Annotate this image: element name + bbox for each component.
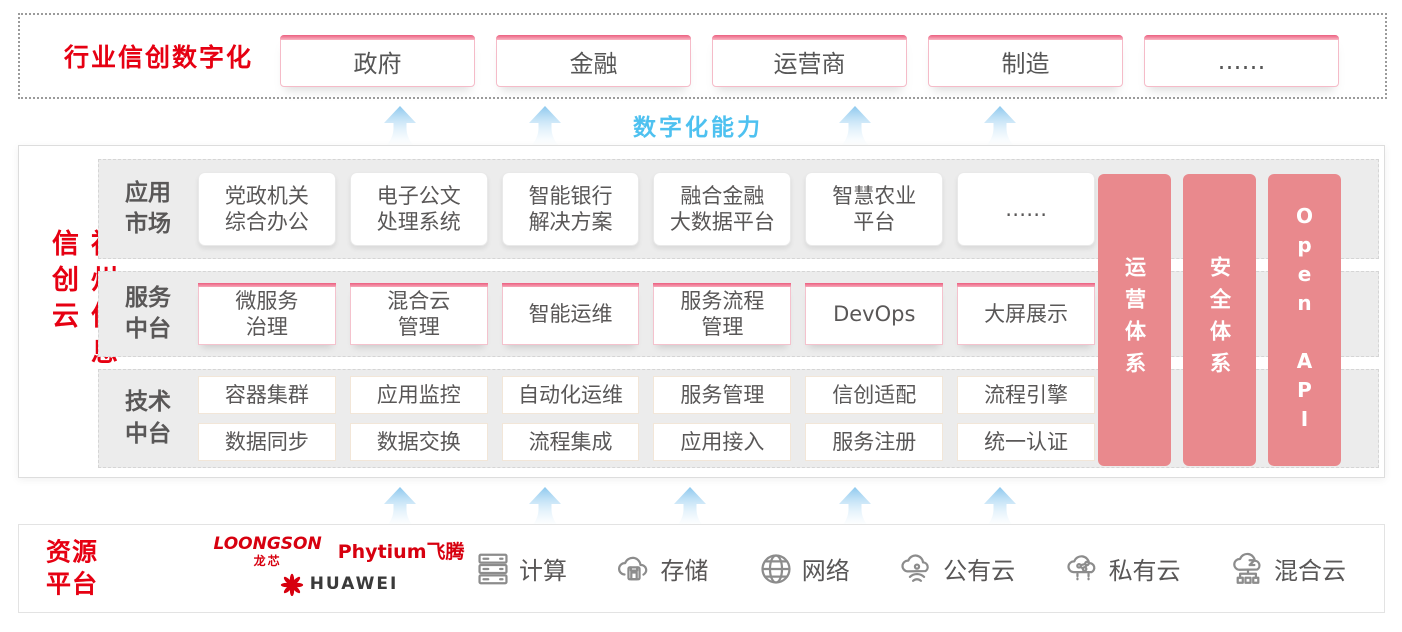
resource-storage: 存储 <box>615 550 708 588</box>
capability-label: 数字化能力 <box>633 115 763 141</box>
tech-cards: 容器集群 应用监控 自动化运维 服务管理 信创适配 流程引擎 数据同步 数据交换… <box>198 376 1095 461</box>
compute-icon <box>478 553 508 584</box>
tech-card: 数据同步 <box>198 423 336 461</box>
resource-platform-panel: 资源 平台 LOONGSON 龙芯 Phytium飞腾 <box>18 524 1385 613</box>
resource-compute: 计算 <box>474 550 567 588</box>
resource-public-cloud: 公有云 <box>898 550 1015 588</box>
service-card: 服务流程管理 <box>653 283 792 345</box>
vendor-logos: LOONGSON 龙芯 Phytium飞腾 HUAWEI <box>204 534 474 596</box>
pillar-operation-system: 运营体系 <box>1098 174 1171 466</box>
service-card: 大屏展示 <box>957 283 1095 345</box>
service-card: 混合云管理 <box>349 283 488 345</box>
tech-card: 应用监控 <box>349 376 488 414</box>
public-cloud-icon <box>901 553 929 582</box>
row-label: 服务 中台 <box>125 284 171 342</box>
tab-manufacturing: 制造 <box>928 35 1123 87</box>
tech-card: 统一认证 <box>957 423 1095 461</box>
pillar-open-api: Open API <box>1268 174 1341 466</box>
app-card-more: …… <box>957 172 1095 246</box>
up-arrow-icon <box>839 487 871 527</box>
row-label: 技术 中台 <box>125 389 171 447</box>
up-arrow-icon <box>984 487 1016 527</box>
service-cards: 微服务治理 混合云管理 智能运维 服务流程管理 DevOps 大屏展示 <box>198 283 1095 345</box>
up-arrow-icon <box>839 106 871 146</box>
tech-card: 服务管理 <box>653 376 792 414</box>
tech-card: 流程引擎 <box>957 376 1095 414</box>
up-arrow-icon <box>384 487 416 527</box>
banner-title: 行业信创数字化 <box>64 43 254 72</box>
app-card: 党政机关综合办公 <box>198 172 336 246</box>
row-label: 应用 市场 <box>125 179 171 237</box>
up-arrow-icon <box>674 487 706 527</box>
huawei-logo: HUAWEI <box>280 572 399 596</box>
resource-items: 计算 存储 网络 公有云 <box>474 525 1346 612</box>
industry-banner: 行业信创数字化 政府 金融 运营商 制造 …… <box>18 13 1387 99</box>
network-icon <box>761 553 791 584</box>
huawei-flower-icon <box>280 573 303 596</box>
industry-tabs: 政府 金融 运营商 制造 …… <box>280 35 1339 87</box>
loongson-logo: LOONGSON 龙芯 <box>213 534 322 568</box>
tab-operator: 运营商 <box>712 35 907 87</box>
up-arrow-icon <box>984 106 1016 146</box>
service-card: 微服务治理 <box>198 283 336 345</box>
app-card: 融合金融大数据平台 <box>653 172 792 246</box>
app-card: 电子公文处理系统 <box>349 172 488 246</box>
service-card: DevOps <box>805 283 944 345</box>
pillar-security-system: 安全体系 <box>1183 174 1256 466</box>
resource-network: 网络 <box>757 550 850 588</box>
hybrid-cloud-icon <box>1233 552 1261 584</box>
resource-hybrid-cloud: 混合云 <box>1229 550 1346 588</box>
app-card: 智慧农业平台 <box>805 172 944 246</box>
tab-finance: 金融 <box>496 35 691 87</box>
tech-card: 信创适配 <box>805 376 944 414</box>
resource-title: 资源 平台 <box>46 537 99 599</box>
storage-icon <box>618 556 648 580</box>
private-cloud-icon <box>1066 554 1095 580</box>
up-arrow-icon <box>529 106 561 146</box>
tab-government: 政府 <box>280 35 475 87</box>
tech-card: 服务注册 <box>805 423 944 461</box>
phytium-logo: Phytium飞腾 <box>337 541 465 563</box>
tech-card: 容器集群 <box>198 376 336 414</box>
tech-card: 应用接入 <box>653 423 792 461</box>
tech-card: 数据交换 <box>349 423 488 461</box>
up-arrow-icon <box>384 106 416 146</box>
up-arrow-icon <box>529 487 561 527</box>
resource-private-cloud: 私有云 <box>1064 550 1181 588</box>
app-market-cards: 党政机关综合办公 电子公文处理系统 智能银行解决方案 融合金融大数据平台 智慧农… <box>198 172 1095 246</box>
tech-card: 自动化运维 <box>501 376 640 414</box>
pillars: 运营体系 安全体系 Open API <box>1098 174 1341 466</box>
app-card: 智能银行解决方案 <box>501 172 640 246</box>
tech-card: 流程集成 <box>501 423 640 461</box>
tab-more: …… <box>1144 35 1339 87</box>
service-card: 智能运维 <box>501 283 640 345</box>
